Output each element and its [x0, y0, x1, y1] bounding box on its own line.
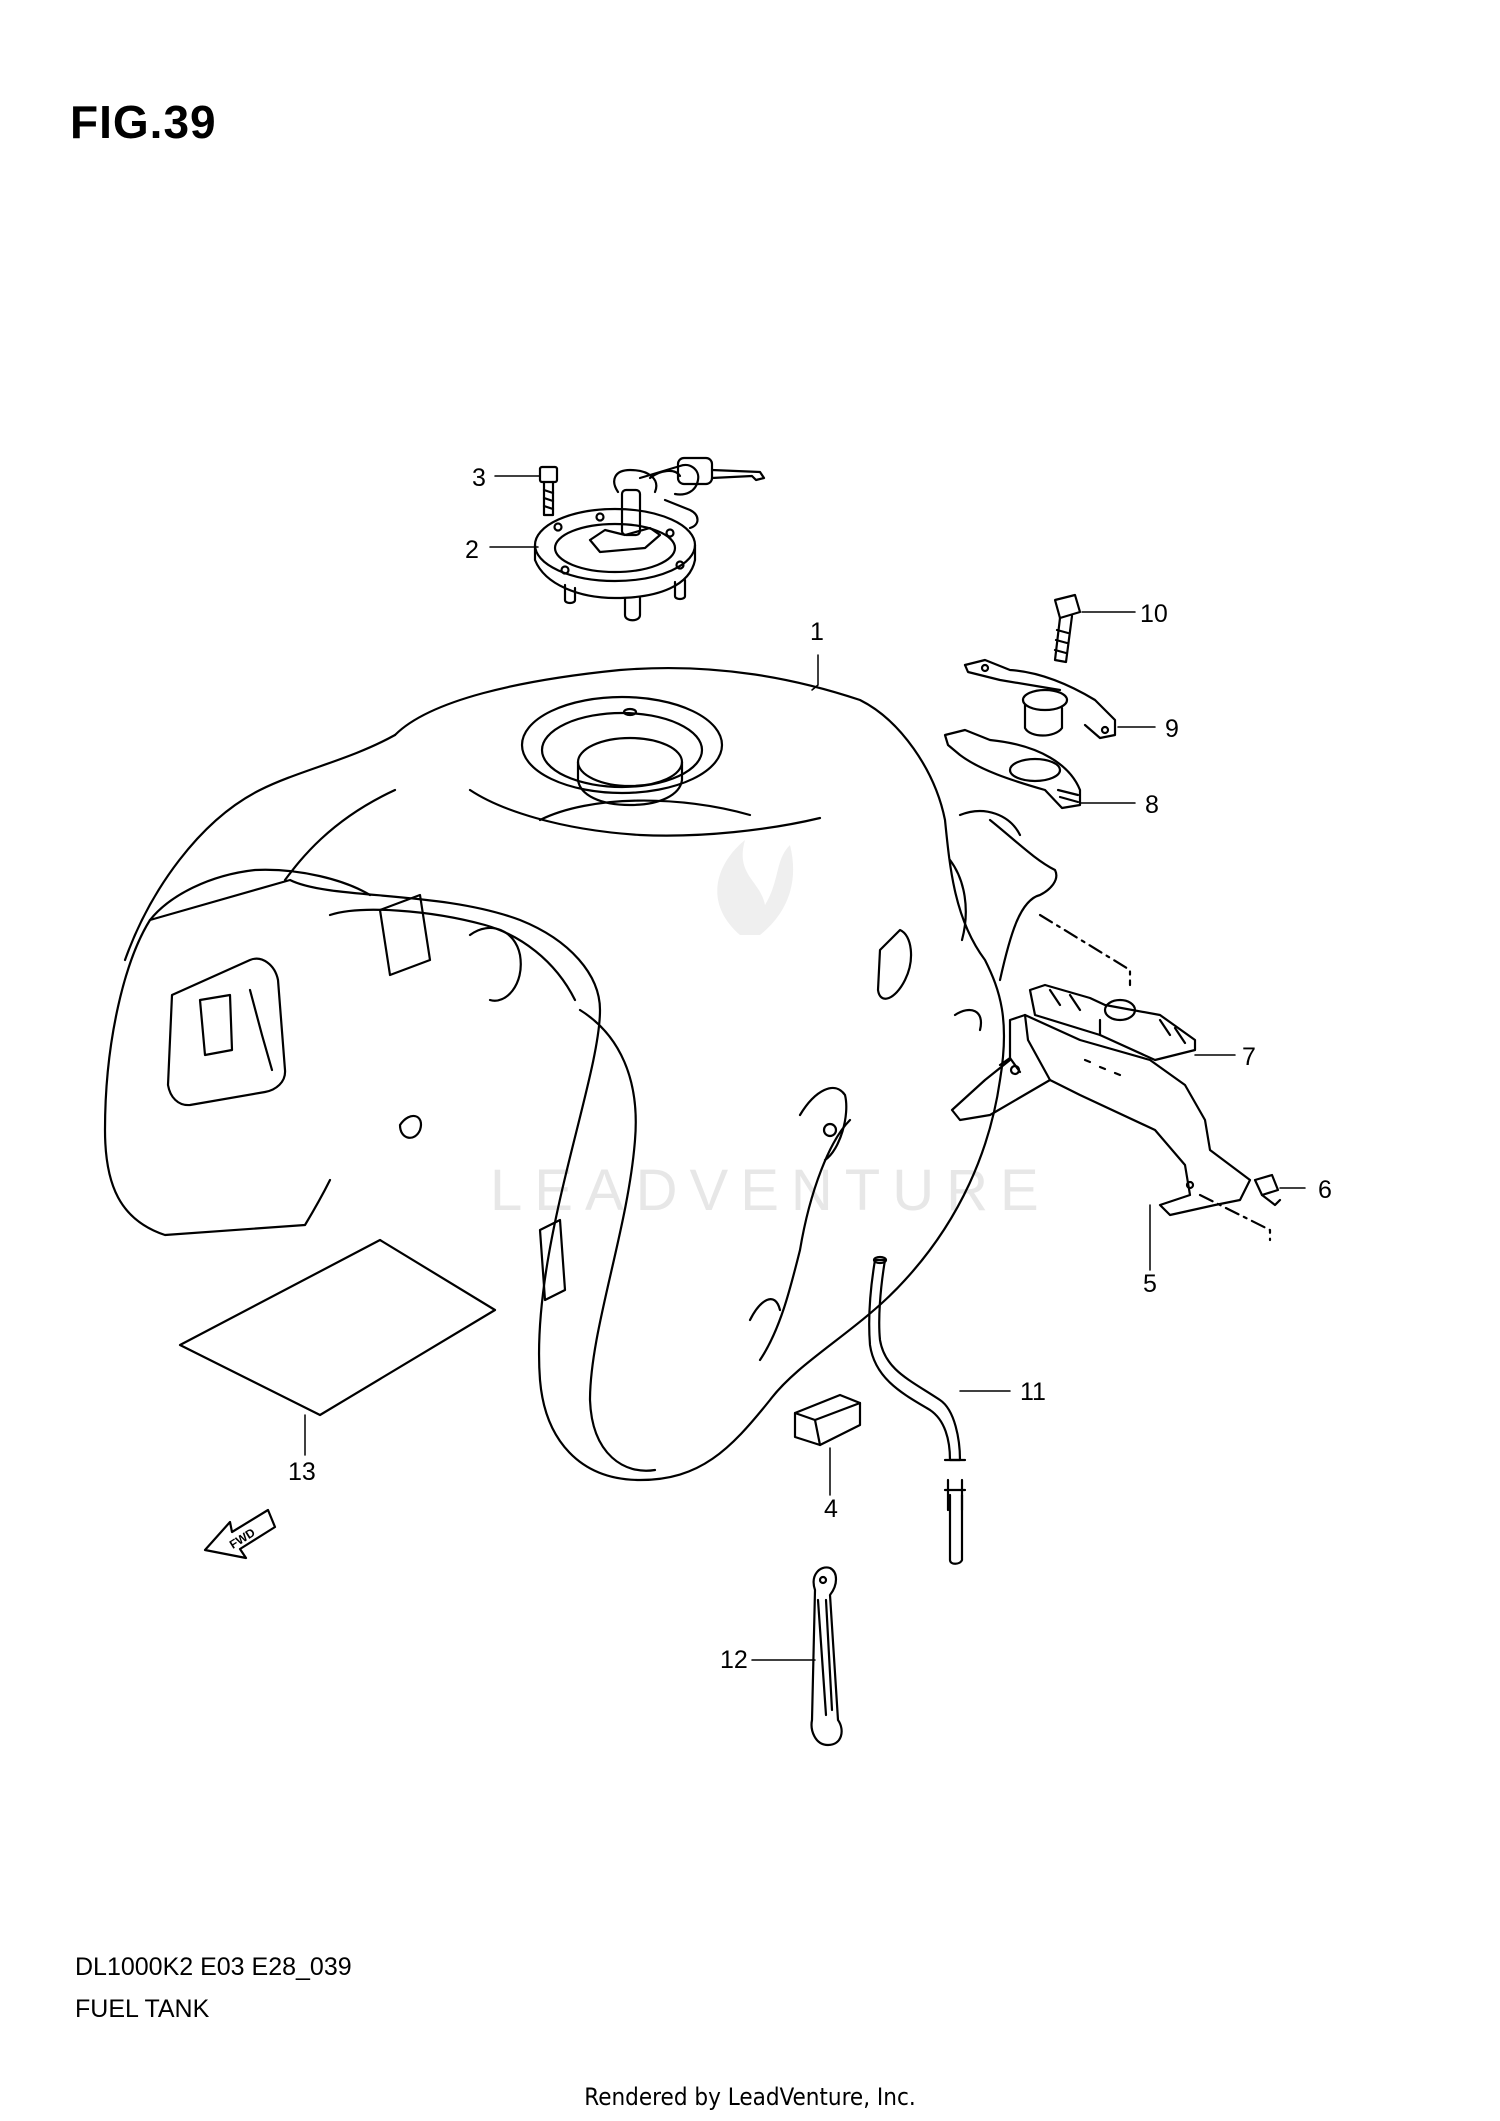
watermark-text: LEADVENTURE — [490, 1158, 1051, 1223]
leader-lines — [304, 475, 1306, 1661]
callout-10: 10 — [1140, 600, 1168, 628]
figure-title: FIG.39 — [70, 96, 217, 148]
cushion-block-part[interactable] — [793, 1393, 862, 1447]
leader-dashed-upper — [1038, 913, 1132, 987]
footer-credit: Rendered by LeadVenture, Inc. — [584, 2083, 916, 2111]
callout-4: 4 — [824, 1495, 838, 1523]
callout-8: 8 — [1145, 791, 1159, 819]
model-code: DL1000K2 E03 E28_039 — [75, 1953, 352, 1981]
upper-bracket-part[interactable] — [963, 658, 1117, 740]
strap-part[interactable] — [810, 1566, 843, 1747]
callout-1: 1 — [810, 618, 824, 646]
callout-12: 12 — [720, 1646, 748, 1674]
callout-7: 7 — [1242, 1043, 1256, 1071]
callout-3: 3 — [472, 464, 486, 492]
callout-numbers: 1 2 3 4 5 6 7 8 9 10 11 12 13 — [288, 464, 1332, 1674]
fwd-arrow-icon — [203, 1508, 277, 1560]
callout-11: 11 — [1020, 1378, 1046, 1406]
caution-label-part[interactable] — [178, 1238, 497, 1417]
leader-dashed-lower — [1198, 1193, 1272, 1242]
cushion-part[interactable] — [1028, 983, 1197, 1062]
callout-6: 6 — [1318, 1176, 1332, 1204]
callout-5: 5 — [1143, 1270, 1157, 1298]
gasket-part[interactable] — [943, 728, 1082, 810]
callout-13: 13 — [288, 1458, 316, 1486]
small-bolt-part[interactable] — [1253, 1173, 1282, 1207]
leadventure-watermark: LEADVENTURE — [490, 840, 1051, 1223]
callout-9: 9 — [1165, 715, 1179, 743]
fuel-tank-part[interactable] — [103, 666, 1058, 1482]
screw-part[interactable] — [538, 465, 559, 517]
bolt-part[interactable] — [1053, 593, 1082, 664]
fuel-cap-part[interactable] — [533, 456, 766, 622]
breather-hose-part[interactable] — [868, 1255, 967, 1565]
lower-bracket-part[interactable] — [950, 1013, 1252, 1217]
model-name: FUEL TANK — [75, 1995, 210, 2023]
callout-2: 2 — [465, 536, 479, 564]
